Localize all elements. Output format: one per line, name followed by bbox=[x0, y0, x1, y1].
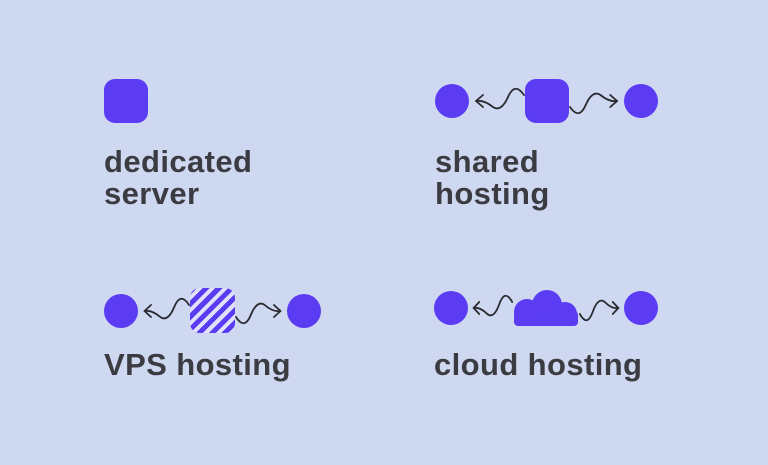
wavy-arrow-left-icon bbox=[468, 291, 513, 325]
shared-hosting-label: shared hosting bbox=[435, 146, 658, 210]
shared-hosting-icon-row bbox=[435, 79, 658, 123]
vps-hosting-icon-row bbox=[104, 288, 321, 333]
label-line-2: hosting bbox=[435, 176, 550, 211]
cloud-hosting-icon-row bbox=[434, 290, 658, 326]
server-square-icon bbox=[104, 79, 148, 123]
dedicated-server-label: dedicated server bbox=[104, 146, 252, 210]
label-line-1: shared bbox=[435, 144, 540, 179]
vps-hosting-label: VPS hosting bbox=[104, 349, 321, 381]
label-line-1: VPS hosting bbox=[104, 347, 291, 382]
server-square-icon bbox=[525, 79, 569, 123]
client-circle-icon bbox=[624, 291, 658, 325]
label-line-2: server bbox=[104, 176, 200, 211]
label-line-1: cloud hosting bbox=[434, 347, 643, 382]
client-circle-icon bbox=[434, 291, 468, 325]
client-circle-icon bbox=[435, 84, 469, 118]
wavy-arrow-right-icon bbox=[235, 294, 287, 328]
wavy-arrow-left-icon bbox=[138, 294, 190, 328]
quadrant-cloud-hosting: cloud hosting bbox=[434, 290, 658, 381]
dedicated-server-icon-row bbox=[104, 79, 252, 123]
cloud-icon bbox=[514, 290, 578, 326]
client-circle-icon bbox=[287, 293, 321, 328]
quadrant-shared-hosting: shared hosting bbox=[435, 79, 658, 210]
wavy-arrow-right-icon bbox=[569, 84, 624, 118]
client-circle-icon bbox=[624, 84, 658, 118]
cloud-hosting-label: cloud hosting bbox=[434, 349, 658, 381]
client-circle-icon bbox=[104, 293, 138, 328]
quadrant-vps-hosting: VPS hosting bbox=[104, 288, 321, 381]
label-line-1: dedicated bbox=[104, 144, 253, 179]
quadrant-dedicated-server: dedicated server bbox=[104, 79, 252, 210]
wavy-arrow-left-icon bbox=[469, 84, 525, 118]
wavy-arrow-right-icon bbox=[579, 291, 624, 325]
striped-vps-square-icon bbox=[190, 288, 235, 333]
